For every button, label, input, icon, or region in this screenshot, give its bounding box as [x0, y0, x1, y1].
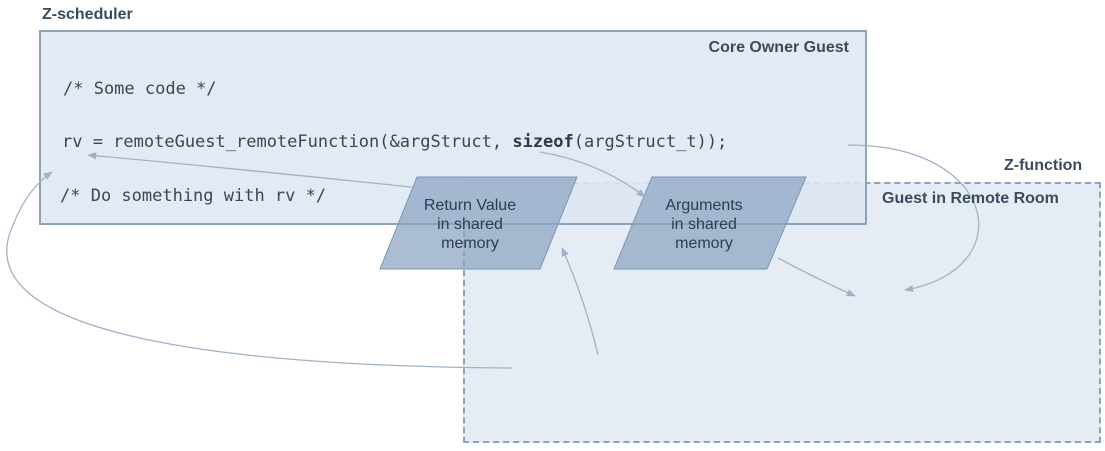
return-value-line3: memory [441, 235, 499, 252]
arguments-line1: Arguments [665, 197, 743, 214]
arrow-call-to-arguments [539, 151, 646, 198]
code-remote-call: rv = remoteGuest_remoteFunction(&argStru… [62, 132, 727, 152]
arrow-return-value-to-rv [87, 152, 421, 189]
code-comment-do-something: /* Do something with rv */ [60, 186, 327, 206]
arguments-label: Arguments in shared memory [634, 196, 774, 253]
z-scheduler-label: Z-scheduler [42, 6, 133, 23]
arguments-shared-memory-shape [613, 176, 807, 270]
arguments-line3: memory [675, 235, 733, 252]
return-value-shared-memory-shape [379, 176, 578, 270]
code-call-prefix: rv = remoteGuest_remoteFunction(&argStru… [62, 132, 513, 152]
return-value-line2: in shared [437, 216, 503, 233]
arguments-line2: in shared [671, 216, 737, 233]
arrow-call-to-remote-room [847, 144, 980, 293]
code-sizeof-keyword: sizeof [512, 132, 574, 152]
arrow-remote-to-return-value [561, 247, 599, 356]
arrow-arguments-to-remote [777, 257, 856, 297]
return-value-line1: Return Value [423, 197, 517, 214]
arrow-remote-return-to-scheduler [6, 171, 513, 369]
code-call-suffix: (argStruct_t)); [573, 132, 728, 152]
code-comment-some-code: /* Some code */ [63, 79, 217, 99]
z-function-label: Z-function [1004, 157, 1083, 174]
guest-in-remote-room-title: Guest in Remote Room [882, 190, 1059, 207]
core-owner-guest-title: Core Owner Guest [708, 39, 849, 56]
return-value-label: Return Value in shared memory [400, 196, 540, 253]
